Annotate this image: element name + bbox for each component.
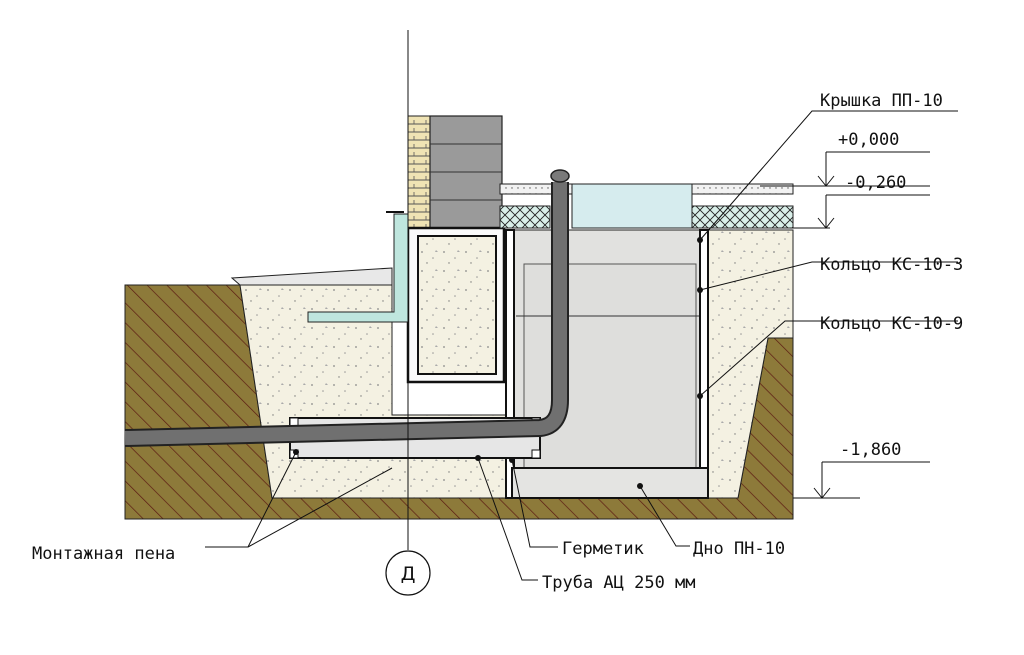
label-ring-bottom: Кольцо КС-10-9	[820, 314, 963, 334]
floor-insulation-right	[691, 205, 794, 229]
label-bottom-slab: Дно ПН-10	[693, 539, 785, 559]
blind-area	[230, 267, 393, 286]
label-pipe: Труба АЦ 250 мм	[542, 573, 696, 593]
level-bottom-mark	[793, 461, 930, 499]
label-cover: Крышка ПП-10	[820, 91, 943, 111]
level-bottom-label: -1,860	[840, 440, 901, 460]
ring-wall-left	[505, 229, 515, 499]
axis-circle	[385, 550, 431, 596]
level-zero-mark	[760, 151, 930, 187]
label-sealant: Герметик	[562, 539, 644, 559]
ring-wall-right	[699, 229, 709, 499]
bottom-slab	[511, 467, 709, 499]
level-floor-mark	[790, 194, 930, 229]
brick-wall	[407, 115, 431, 229]
label-ring-top: Кольцо КС-10-3	[820, 255, 963, 275]
leaders	[205, 110, 958, 581]
well-cover	[571, 183, 693, 229]
floor-insulation-left	[499, 205, 551, 229]
axis-mark: Д	[401, 563, 416, 585]
level-zero-label: +0,000	[838, 130, 899, 150]
leader-dots	[293, 237, 703, 489]
level-floor-label: -0,260	[845, 173, 906, 193]
label-foam: Монтажная пена	[32, 544, 175, 564]
